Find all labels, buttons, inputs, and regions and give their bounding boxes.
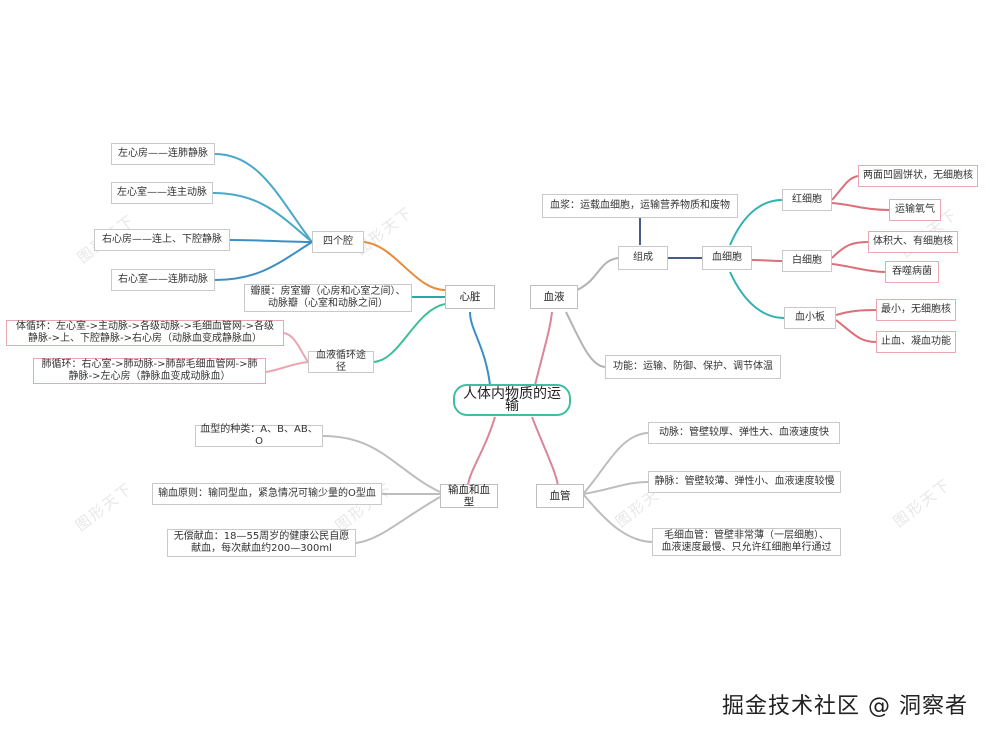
node-blood[interactable]: 血液 bbox=[530, 285, 578, 309]
link-rbc-2 bbox=[831, 202, 890, 211]
node-rbc-shape[interactable]: 两面凹圆饼状，无细胞核 bbox=[858, 165, 978, 187]
link-heart-chambers bbox=[363, 241, 446, 291]
link-circ-pulmonary bbox=[265, 361, 309, 373]
link-chamber-1 bbox=[214, 153, 313, 243]
link-chamber-3 bbox=[229, 239, 313, 243]
node-chamber-1[interactable]: 左心房——连肺静脉 bbox=[111, 143, 215, 165]
node-rbc-function[interactable]: 运输氧气 bbox=[889, 199, 941, 221]
link-root-blood bbox=[534, 311, 553, 386]
node-wbc[interactable]: 白细胞 bbox=[782, 250, 832, 272]
link-vessels-3 bbox=[582, 493, 653, 543]
node-four-chambers[interactable]: 四个腔 bbox=[312, 231, 364, 253]
node-blood-cells[interactable]: 血细胞 bbox=[702, 246, 752, 270]
link-rbc-1 bbox=[831, 175, 859, 201]
node-vein[interactable]: 静脉：管壁较薄、弹性小、血液速度较慢 bbox=[648, 471, 841, 493]
node-vessels[interactable]: 血管 bbox=[536, 484, 584, 508]
link-blood-function bbox=[565, 311, 606, 368]
node-heart[interactable]: 心脏 bbox=[445, 285, 495, 309]
link-vessels-1 bbox=[582, 432, 649, 495]
link-trans-3 bbox=[355, 496, 441, 544]
link-cells-platelet bbox=[729, 271, 785, 319]
node-artery[interactable]: 动脉：管壁较厚、弹性大、血液速度快 bbox=[648, 422, 840, 444]
node-platelet-function[interactable]: 止血、凝血功能 bbox=[876, 331, 956, 353]
node-valves[interactable]: 瓣膜：房室瓣（心房和心室之间）、 动脉瓣（心室和动脉之间） bbox=[244, 284, 412, 312]
link-root-vessels bbox=[531, 416, 559, 486]
link-trans-1 bbox=[322, 435, 441, 493]
node-platelet-size[interactable]: 最小，无细胞核 bbox=[876, 299, 956, 321]
node-wbc-function[interactable]: 吞噬病菌 bbox=[885, 261, 939, 283]
node-chamber-4[interactable]: 右心室——连肺动脉 bbox=[111, 269, 215, 291]
link-chamber-2 bbox=[212, 192, 313, 243]
node-transfusion[interactable]: 输血和血型 bbox=[440, 484, 498, 508]
node-platelet[interactable]: 血小板 bbox=[784, 307, 836, 329]
node-systemic-circulation[interactable]: 体循环：左心室->主动脉->各级动脉->毛细血管网->各级 静脉->上、下腔静脉… bbox=[6, 320, 284, 346]
link-cells-rbc bbox=[729, 199, 783, 246]
node-rbc[interactable]: 红细胞 bbox=[782, 189, 832, 211]
node-blood-types[interactable]: 血型的种类：A、B、AB、O bbox=[195, 424, 323, 447]
link-wbc-1 bbox=[831, 241, 869, 259]
link-root-transfusion bbox=[467, 416, 496, 486]
link-cells-wbc bbox=[751, 259, 783, 262]
link-platelet-2 bbox=[835, 319, 877, 343]
node-plasma[interactable]: 血浆：运载血细胞，运输营养物质和废物 bbox=[542, 194, 738, 218]
node-pulmonary-circulation[interactable]: 肺循环：右心室->肺动脉->肺部毛细血管网->肺 静脉->左心房（静脉血变成动脉… bbox=[33, 358, 266, 384]
root-node[interactable]: 人体内物质的运输 bbox=[453, 384, 571, 416]
link-heart-circulation bbox=[373, 303, 446, 363]
footer-credit: 掘金技术社区 @ 洞察者 bbox=[722, 694, 968, 719]
link-root-heart bbox=[469, 311, 491, 386]
node-capillary[interactable]: 毛细血管：管壁非常薄（一层细胞）、 血液速度最慢、只允许红细胞单行通过 bbox=[652, 528, 841, 556]
link-wbc-2 bbox=[831, 263, 886, 273]
node-composition[interactable]: 组成 bbox=[618, 246, 668, 270]
node-wbc-size[interactable]: 体积大、有细胞核 bbox=[868, 231, 958, 253]
node-chamber-3[interactable]: 右心房——连上、下腔静脉 bbox=[94, 229, 230, 251]
link-chamber-4 bbox=[214, 241, 313, 281]
node-transfusion-principle[interactable]: 输血原则：输同型血，紧急情况可输少量的O型血 bbox=[152, 483, 382, 505]
node-chamber-2[interactable]: 左心室——连主动脉 bbox=[111, 182, 213, 204]
node-blood-donation[interactable]: 无偿献血：18—55周岁的健康公民自愿 献血，每次献血约200—300ml bbox=[167, 529, 356, 557]
link-vessels-2 bbox=[582, 481, 649, 495]
link-circ-systemic bbox=[283, 332, 309, 363]
node-circulation[interactable]: 血液循环途径 bbox=[308, 350, 374, 373]
node-blood-function[interactable]: 功能：运输、防御、保护、调节体温 bbox=[605, 355, 781, 379]
link-platelet-1 bbox=[835, 309, 877, 316]
